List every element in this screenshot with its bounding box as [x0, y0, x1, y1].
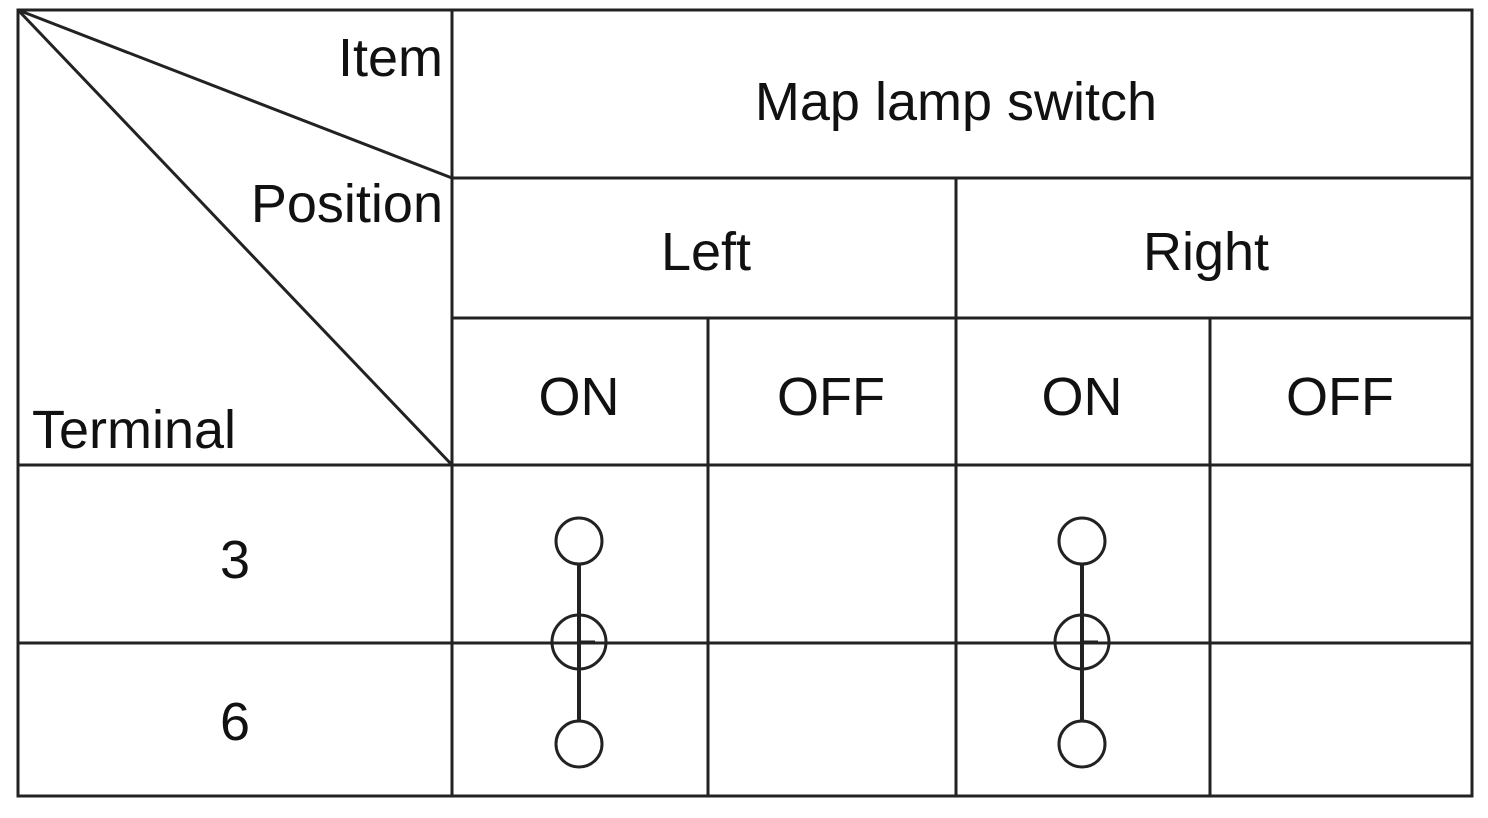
state-left-off-label: OFF: [777, 367, 885, 427]
circle-plus-icon: [1053, 613, 1111, 671]
continuity-left-on: [550, 516, 608, 769]
position-left-label: Left: [661, 222, 751, 282]
position-right-label: Right: [1143, 222, 1269, 282]
terminal-6-label: 6: [220, 692, 250, 752]
table-border: [16, 8, 1474, 798]
corner-position-label: Position: [251, 174, 443, 234]
corner-terminal-label: Terminal: [32, 400, 236, 460]
open-circle-icon: [1057, 719, 1107, 769]
state-right-on-label: ON: [1042, 367, 1123, 427]
open-circle-icon: [1057, 516, 1107, 566]
continuity-right-on: [1053, 516, 1111, 769]
state-left-on-label: ON: [539, 367, 620, 427]
open-circle-icon: [554, 516, 604, 566]
table-grid: [16, 8, 1474, 798]
terminal-3-label: 3: [220, 530, 250, 590]
corner-diagonal-item: [17, 8, 453, 180]
item-title: Map lamp switch: [755, 72, 1157, 132]
corner-diagonal-terminal: [16, 8, 454, 467]
state-right-off-label: OFF: [1286, 367, 1394, 427]
open-circle-icon: [554, 719, 604, 769]
corner-item-label: Item: [338, 28, 443, 88]
circle-plus-icon: [550, 613, 608, 671]
